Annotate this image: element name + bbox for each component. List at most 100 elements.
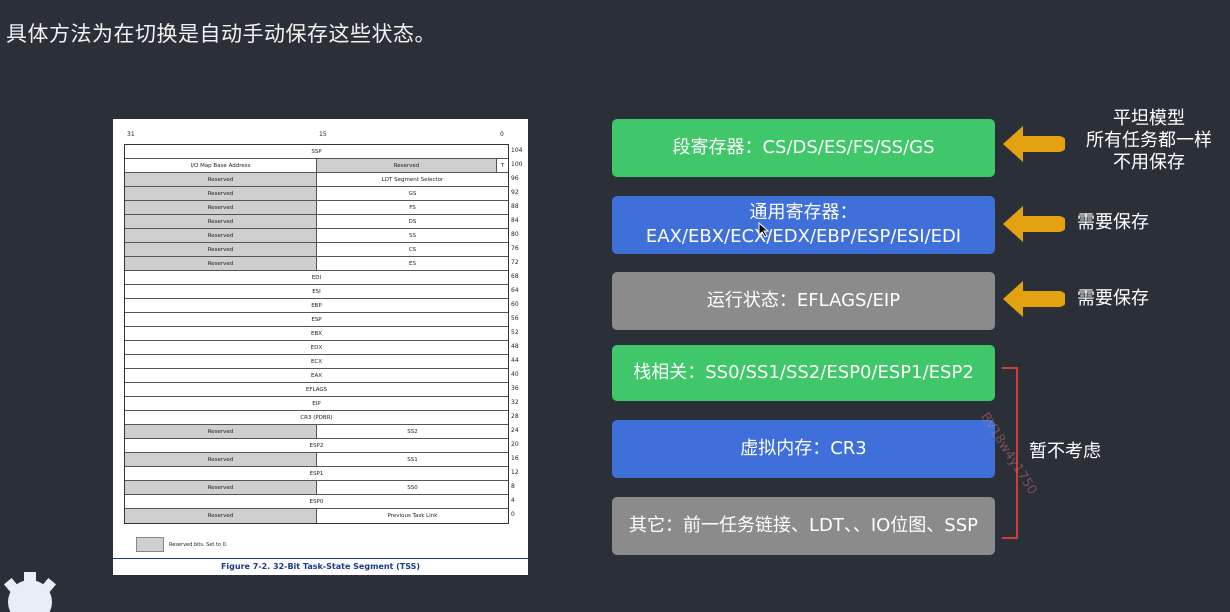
tss-cell: Reserved: [125, 453, 317, 466]
tss-cell: SS0: [407, 484, 418, 491]
page-title: 具体方法为在切换是自动手动保存这些状态。: [6, 22, 436, 46]
tss-cell: EFLAGS: [305, 386, 328, 393]
bit-label-15: 15: [319, 131, 327, 138]
tss-cell: Reserved: [125, 481, 317, 494]
tss-row: SSP: [125, 145, 508, 159]
tss-offset: 76: [511, 245, 519, 252]
tss-cell: ESP2: [309, 442, 324, 449]
tss-cell: ESP1: [309, 470, 324, 477]
tss-cell: CR3 (PDBR): [300, 414, 333, 421]
tss-cell: GS: [408, 190, 417, 197]
tss-row: EDX: [125, 341, 508, 355]
bracket: [1002, 367, 1018, 539]
tss-row: Reserved SS1: [125, 453, 508, 467]
tss-cell: Reserved: [125, 215, 317, 228]
tss-row: ESI: [125, 285, 508, 299]
tss-row: EBP: [125, 299, 508, 313]
tss-offset: 64: [511, 287, 519, 294]
tss-row: Reserved SS0: [125, 481, 508, 495]
tss-offset: 40: [511, 371, 519, 378]
tss-row: ECX: [125, 355, 508, 369]
stack-box: 栈相关：SS0/SS1/SS2/ESP0/ESP1/ESP2: [612, 345, 995, 401]
tss-cell: ESI: [312, 288, 321, 295]
tss-offset: 80: [511, 231, 519, 238]
ignore-note: 暂不考虑: [1029, 441, 1101, 462]
need-save-note: 需要保存: [1077, 288, 1149, 309]
tss-offset: 44: [511, 357, 519, 364]
segment-registers-box: 段寄存器：CS/DS/ES/FS/SS/GS: [612, 119, 995, 177]
tss-cell: ECX: [310, 358, 323, 365]
tss-row: ESP0: [125, 495, 508, 509]
tss-offset: 48: [511, 343, 519, 350]
tss-cell: SS2: [407, 428, 418, 435]
tss-cell: EIP: [312, 400, 321, 407]
tss-offset: 88: [511, 203, 519, 210]
tss-cell: EAX: [310, 372, 322, 379]
tss-cell: DS: [408, 218, 417, 225]
run-state-box: 运行状态：EFLAGS/EIP: [612, 272, 995, 330]
note-line: 所有任务都一样: [1086, 130, 1212, 151]
tss-cell: EDX: [310, 344, 323, 351]
tss-cell: CS: [408, 246, 417, 253]
tss-row: Reserved SS: [125, 229, 508, 243]
tss-cell: ESP: [311, 316, 322, 323]
tss-cell: EBP: [311, 302, 322, 309]
tss-offset: 16: [511, 455, 519, 462]
tss-cell: Previous Task Link: [387, 513, 438, 519]
tss-cell: SSP: [311, 148, 322, 155]
tss-row: ESP1: [125, 467, 508, 481]
legend-text: Reserved bits. Set to 0.: [169, 541, 228, 548]
figure-caption: Figure 7-2. 32-Bit Task-State Segment (T…: [113, 558, 528, 571]
tss-offset: 96: [511, 175, 519, 182]
tss-row: EBX: [125, 327, 508, 341]
tss-row: Reserved CS: [125, 243, 508, 257]
tss-cell: ES: [409, 260, 416, 267]
tss-row: EFLAGS: [125, 383, 508, 397]
bit-label-0: 0: [500, 131, 504, 138]
tss-row: EDI: [125, 271, 508, 285]
tss-offset: 52: [511, 329, 519, 336]
tss-cell: Reserved: [125, 229, 317, 242]
tss-row: Reserved GS: [125, 187, 508, 201]
tss-offset: 8: [511, 483, 515, 490]
tss-cell: SS: [409, 232, 416, 239]
tss-cell: I/O Map Base Address: [125, 159, 317, 172]
bit-label-31: 31: [127, 131, 135, 138]
tss-offset: 20: [511, 441, 519, 448]
tss-cell: Reserved: [125, 187, 317, 200]
flat-model-note: 平坦模型 所有任务都一样 不用保存: [1076, 108, 1222, 174]
tss-offset: 100: [511, 161, 523, 168]
tss-offset: 72: [511, 259, 519, 266]
other-box: 其它：前一任务链接、LDT、、IO位图、SSP: [612, 497, 995, 555]
tss-cell: LDT Segment Selector: [381, 176, 444, 183]
tss-offset: 4: [511, 497, 515, 504]
tss-cell: FS: [409, 204, 416, 211]
tss-cell: SS1: [407, 456, 418, 463]
tss-offset: 28: [511, 413, 519, 420]
reserved-swatch: [136, 537, 164, 552]
gear-icon: [3, 572, 57, 612]
need-save-note: 需要保存: [1077, 212, 1149, 233]
tss-offset: 92: [511, 189, 519, 196]
tss-offset: 56: [511, 315, 519, 322]
tss-offset: 36: [511, 385, 519, 392]
note-line: 平坦模型: [1113, 108, 1185, 129]
tss-offset: 68: [511, 273, 519, 280]
tss-row: CR3 (PDBR): [125, 411, 508, 425]
left-arrow-icon: [1003, 281, 1065, 317]
tss-offset: 60: [511, 301, 519, 308]
tss-offset: 24: [511, 427, 519, 434]
tss-cell: Reserved: [125, 243, 317, 256]
tss-cell: Reserved: [317, 159, 496, 172]
virtual-memory-box: 虚拟内存：CR3: [612, 420, 995, 478]
tss-offset: 0: [511, 511, 515, 518]
tss-offset: 32: [511, 399, 519, 406]
